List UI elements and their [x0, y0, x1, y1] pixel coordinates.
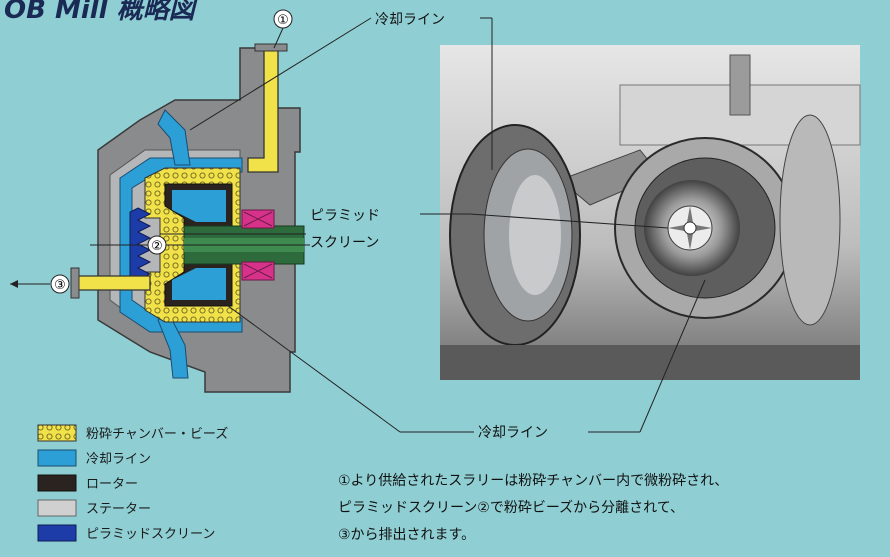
photo-door-glass: [509, 175, 561, 295]
photo-base: [440, 345, 860, 380]
cooling-inlet: [157, 109, 191, 166]
description-line-3: ③から排出されます。: [338, 527, 475, 543]
svg-text:ローター: ローター: [86, 477, 138, 492]
cooling-jacket: [119, 157, 243, 333]
legend-item-rotor: ローター: [37, 474, 138, 492]
photo-screen-center: [683, 221, 697, 235]
legend: 粉砕チャンバー・ビーズ 冷却ライン ローター ステーター ピラミッドスクリーン: [37, 424, 228, 542]
svg-text:③: ③: [54, 278, 66, 293]
cooling-outlet: [157, 311, 189, 379]
legend-item-stator: ステーター: [37, 499, 151, 517]
svg-text:②: ②: [151, 239, 163, 254]
svg-text:ピラミッドスクリーン: ピラミッドスクリーン: [86, 527, 215, 542]
svg-text:冷却ライン: 冷却ライン: [86, 452, 151, 467]
svg-text:冷却ライン: 冷却ライン: [375, 12, 445, 28]
description-line-2: ピラミッドスクリーン②で粉砕ビーズから分離されて、: [338, 499, 684, 516]
legend-item-chamber: 粉砕チャンバー・ビーズ: [37, 424, 228, 442]
svg-text:粉砕チャンバー・ビーズ: 粉砕チャンバー・ビーズ: [86, 426, 228, 442]
callout-1: ①: [273, 9, 293, 49]
svg-text:スクリーン: スクリーン: [310, 235, 379, 251]
mill-cross-section: [70, 43, 310, 393]
svg-text:ピラミッド: ピラミッド: [310, 208, 380, 224]
photo-pipe: [729, 54, 751, 116]
svg-text:冷却ライン: 冷却ライン: [478, 425, 548, 441]
mill-photo: [440, 45, 861, 380]
diagram-title: OB Mill 概略図: [4, 0, 199, 25]
rotor-cooling-lower: [172, 268, 226, 300]
inlet-flange: [254, 43, 288, 52]
description-line-1: ①より供給されたスラリーは粉砕チャンバー内で微粉砕され、: [338, 473, 728, 489]
svg-text:ステーター: ステーター: [86, 502, 151, 517]
outlet-flange: [70, 267, 80, 299]
photo-side-plate: [779, 114, 841, 326]
legend-item-cooling: 冷却ライン: [37, 449, 151, 467]
callout-cooling-bottom: 冷却ライン: [219, 279, 706, 441]
svg-text:①: ①: [277, 13, 289, 28]
rotor-cooling-upper: [172, 190, 226, 222]
description: ①より供給されたスラリーは粉砕チャンバー内で微粉砕され、 ピラミッドスクリーン②…: [338, 473, 728, 543]
callout-cooling-top: 冷却ライン: [189, 12, 493, 170]
outlet-pipe: [77, 275, 151, 291]
callout-3: ③: [10, 274, 70, 294]
legend-item-screen: ピラミッドスクリーン: [37, 524, 215, 542]
callout-2: ②: [147, 235, 167, 255]
callout-pyramid-screen: ピラミッド スクリーン: [160, 208, 669, 251]
